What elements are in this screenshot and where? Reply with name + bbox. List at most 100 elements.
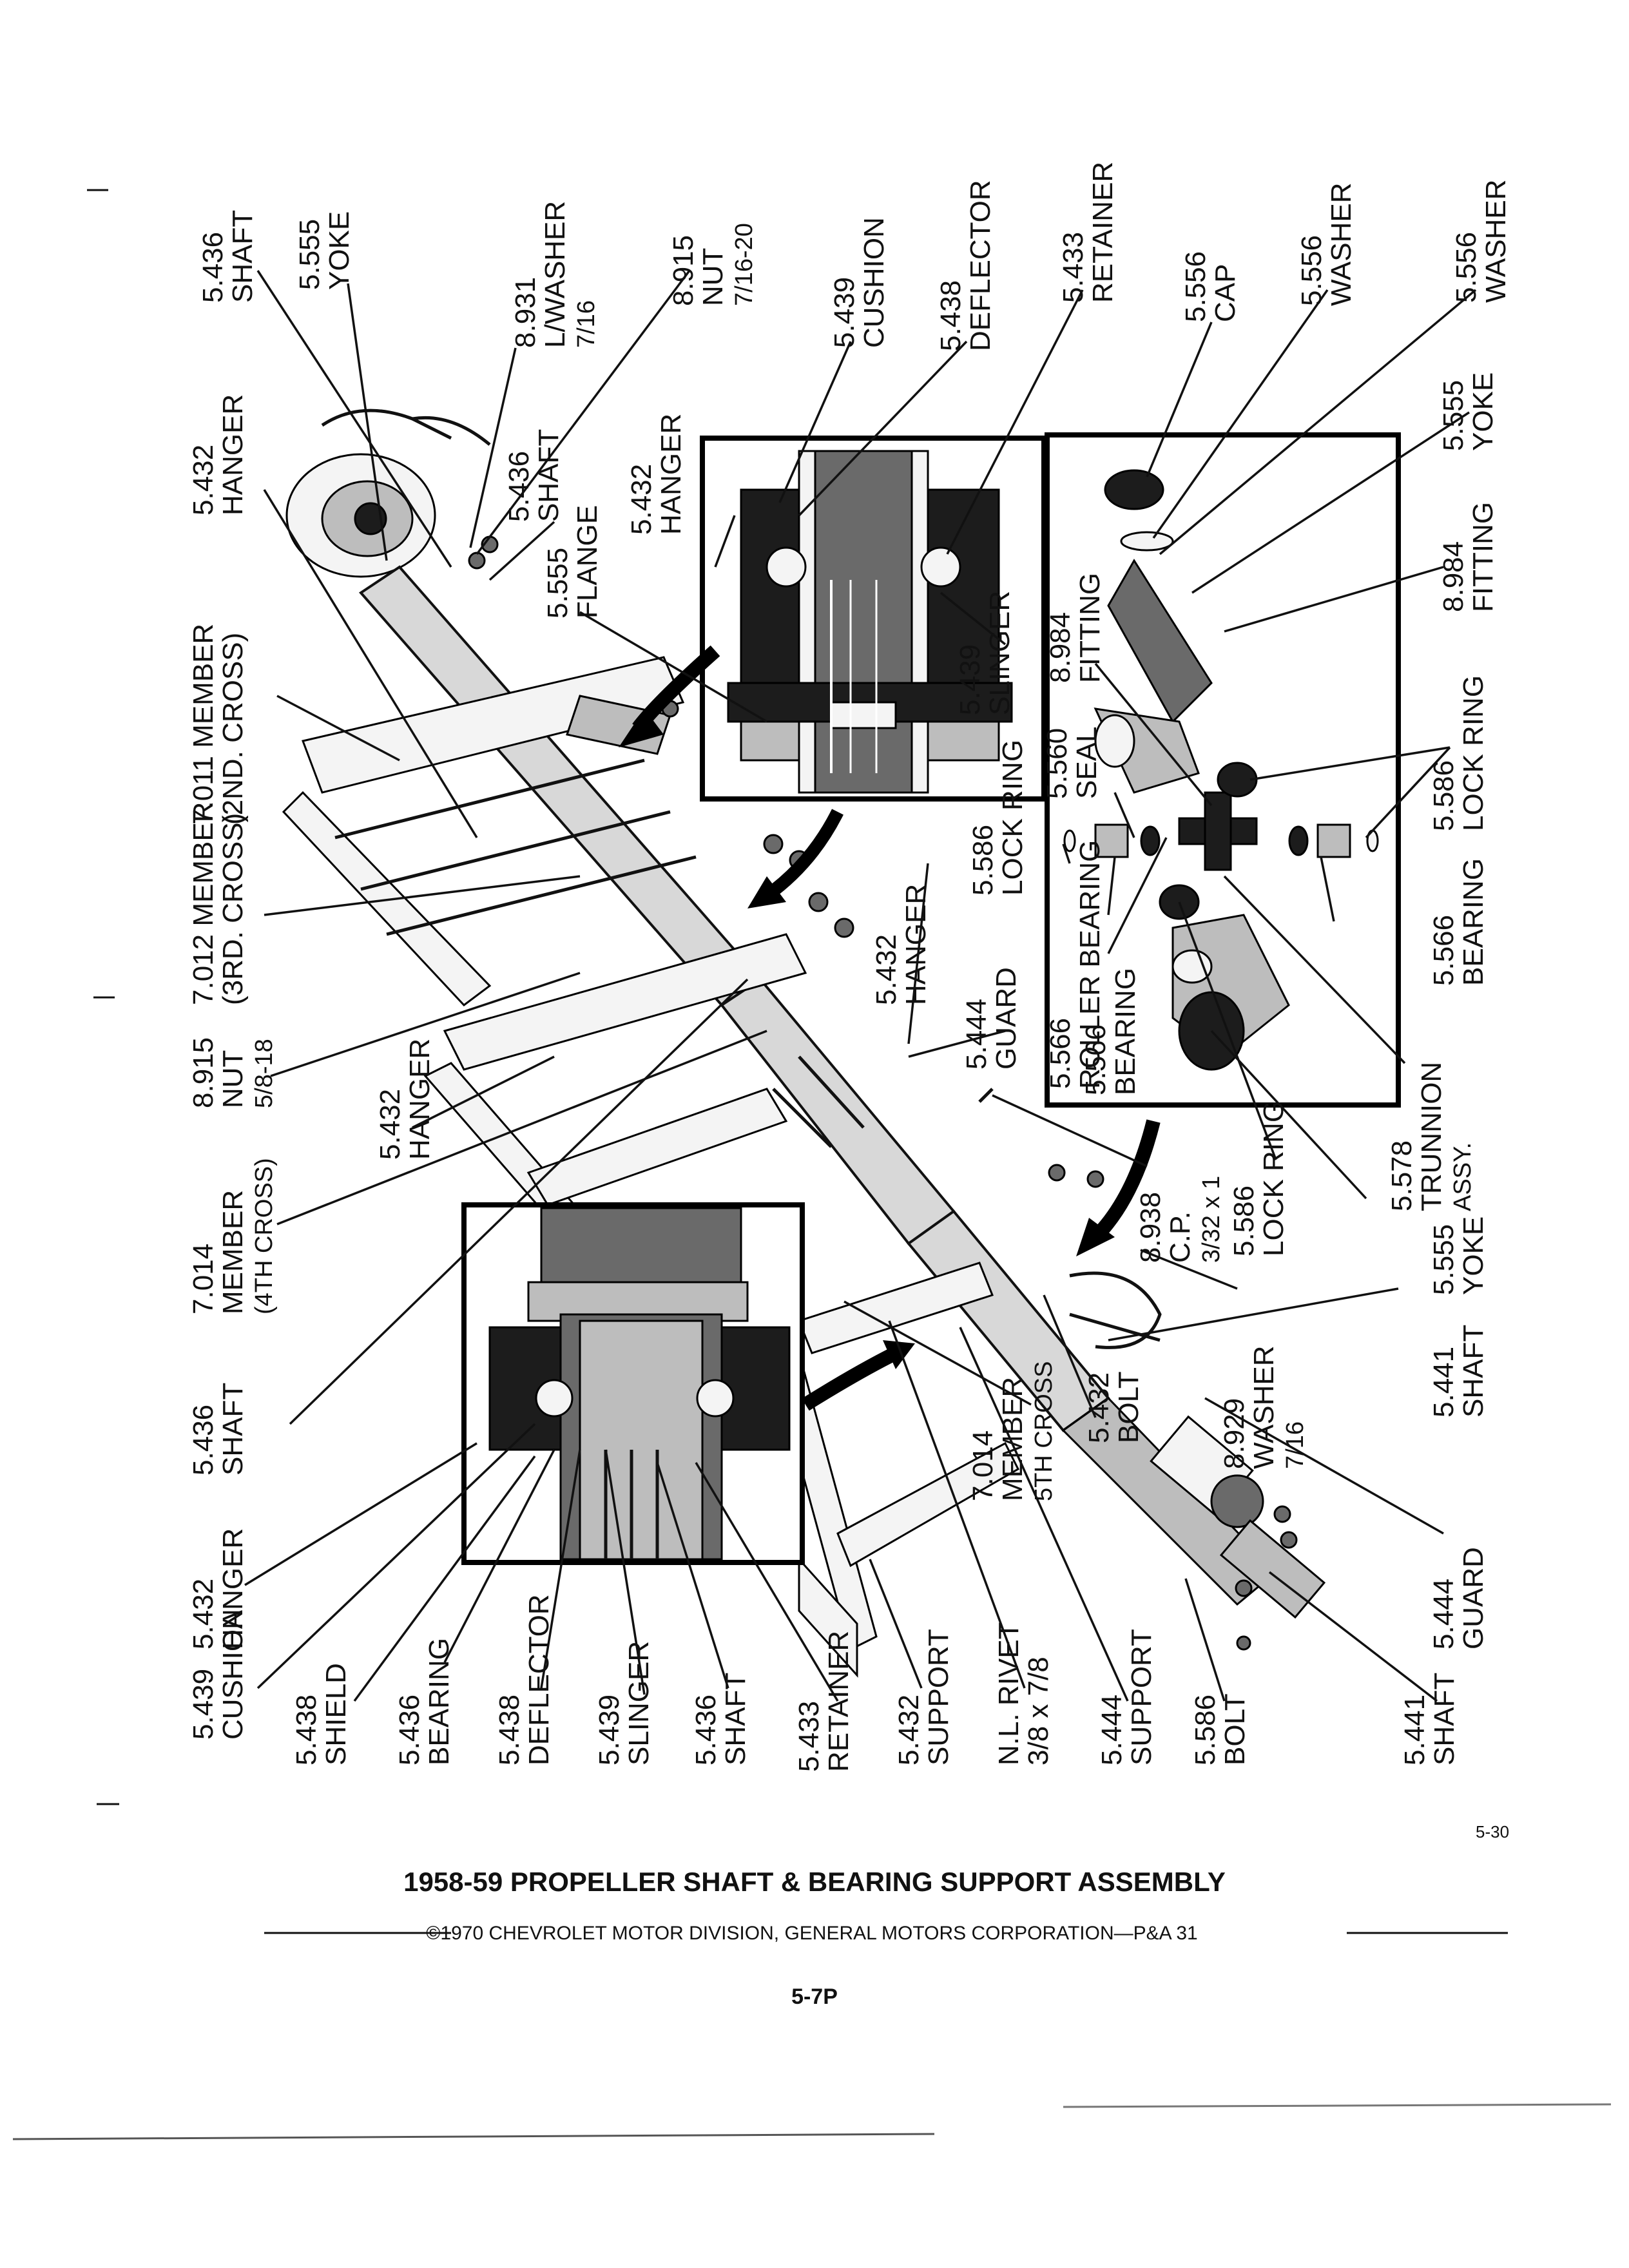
callout-part-number: 5.439	[593, 1695, 625, 1765]
scan-edge-line	[12, 2133, 935, 2140]
callout-part-name: SHAFT	[533, 429, 564, 522]
callout-part-number: 7.014	[967, 1430, 999, 1501]
scan-edge-line	[1063, 2103, 1612, 2108]
callout-part-name: RETAINER	[823, 1631, 854, 1772]
callout-part-name: 5TH CROSS	[1030, 1361, 1057, 1501]
callout-part-number: 5.441	[1399, 1695, 1431, 1765]
callout-part-number: 5.438	[291, 1695, 322, 1765]
callout-part-name: SHAFT	[227, 210, 258, 303]
callout-part-number: 5.555	[542, 548, 574, 619]
callout-part-name: CUSHION	[217, 1609, 249, 1740]
callout-part-number: 7.012 MEMBER	[188, 802, 219, 1005]
callout-part-name: MEMBER	[997, 1377, 1028, 1501]
callout-part-name: LOCK RING	[1458, 675, 1489, 831]
callout-part-name: DEFLECTOR	[523, 1594, 555, 1765]
callout-part-name: FITTING	[1467, 502, 1499, 612]
callout-part-number: 5.586	[1228, 1186, 1260, 1256]
callout-part-number: 5.436	[394, 1695, 425, 1765]
5th-cross-member	[798, 1262, 994, 1354]
callout-part-number: 5.444	[1428, 1579, 1460, 1649]
callout-part-name: SHIELD	[320, 1663, 352, 1765]
callout-part-name: HANGER	[404, 1039, 436, 1160]
callout-part-name: LOCK RING	[1258, 1100, 1289, 1256]
page-number: 5-7P	[791, 1984, 838, 2009]
callout-part-number: 5.556	[1296, 235, 1327, 306]
callout-part-number: 5.433	[793, 1701, 825, 1772]
callout-part-number: 5.586	[1190, 1695, 1221, 1765]
callout-part-number: 5.439	[188, 1669, 219, 1740]
callout-part-name: WASHER	[1325, 183, 1357, 307]
callout-part-name: ASSY.	[1449, 1142, 1476, 1211]
3rd-cross-member	[443, 933, 807, 1071]
callout-part-number: 7.014	[188, 1244, 219, 1314]
callout-part-name: BEARING	[1458, 858, 1489, 986]
callout-part-number: 5.578	[1386, 1140, 1418, 1211]
callout-part-name: SUPPORT	[1126, 1629, 1157, 1765]
callout-part-number: 8.984	[1438, 541, 1469, 612]
corner-page-number: 5-30	[1476, 1822, 1509, 1841]
callout-part-number: N.L. RIVET	[993, 1622, 1025, 1766]
callout-c17: 7.011 MEMBER(2ND. CROSS)	[188, 624, 249, 825]
callout-part-name: (3RD. CROSS)	[217, 813, 249, 1005]
callout-part-number: 5.436	[188, 1405, 219, 1475]
callout-part-name: CUSHION	[858, 217, 890, 348]
callout-part-name: 7/16	[573, 300, 600, 348]
callout-part-number: 5.444	[961, 999, 992, 1070]
callout-part-name: 3/32 x 1	[1198, 1176, 1225, 1263]
callout-part-name: DEFLECTOR	[965, 180, 996, 351]
callout-part-name: NUT	[697, 248, 729, 306]
callout-part-number: 5.556	[1451, 232, 1482, 303]
callout-part-name: L/WASHER	[539, 201, 571, 348]
callout-part-name: FITTING	[1074, 573, 1106, 683]
callout-part-name: SHAFT	[217, 1383, 249, 1475]
callout-part-name: (4TH CROSS)	[251, 1158, 278, 1314]
callout-part-name: FLANGE	[572, 505, 603, 619]
callout-part-name: RETAINER	[1087, 162, 1119, 303]
callout-part-number: 5.555	[1438, 380, 1469, 451]
leader-lines	[244, 269, 1477, 1702]
guard-loop	[1069, 1271, 1162, 1349]
callout-part-name: SLINGER	[623, 1641, 655, 1765]
callout-part-number: 5.432	[1083, 1372, 1115, 1443]
callout-part-name: (2ND. CROSS)	[217, 633, 249, 825]
callout-part-name: LOCK RING	[997, 740, 1028, 896]
callout-part-number: 5.586	[1428, 760, 1460, 831]
callout-part-number: 5.433	[1057, 232, 1089, 303]
callout-part-name: BEARING	[1110, 968, 1141, 1095]
callout-part-number: 5.560	[1041, 728, 1073, 799]
callout-part-name: HANGER	[900, 884, 932, 1005]
detail-box-upper-bearing	[700, 436, 1046, 802]
callout-part-name: TRUNNION	[1416, 1062, 1447, 1211]
callout-part-name: WASHER	[1248, 1346, 1280, 1470]
callout-part-number: 5.438	[935, 280, 967, 351]
callout-part-number: 8.984	[1045, 612, 1076, 683]
callout-part-number: 5.436	[690, 1695, 722, 1765]
callout-part-name: C.P.	[1164, 1211, 1196, 1263]
callout-part-number: 8.929	[1219, 1398, 1250, 1469]
